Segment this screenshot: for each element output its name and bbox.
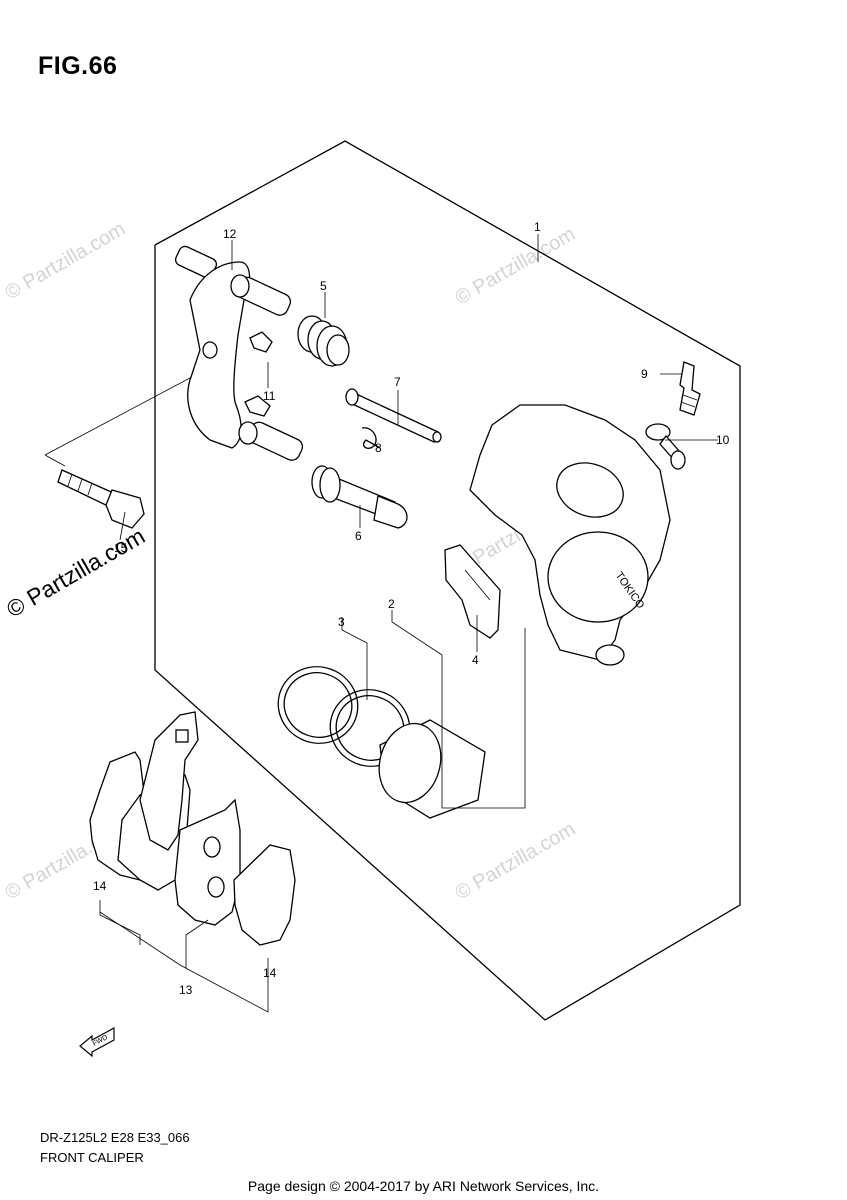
assembly-frame xyxy=(154,140,741,1021)
callout-15: 15 xyxy=(114,541,128,555)
clip-part-8 xyxy=(361,427,381,449)
model-code: DR-Z125L2 E28 E33_066 xyxy=(40,1130,190,1145)
spring-part-4 xyxy=(444,544,501,639)
callout-6: 6 xyxy=(355,529,362,543)
brake-pads-part-13 xyxy=(89,711,296,946)
bleeder-part-9 xyxy=(679,361,701,416)
callout-labels: 1 2 3 4 5 6 7 8 9 10 11 12 13 14 14 15 xyxy=(93,220,730,997)
bolt-leader xyxy=(44,454,66,467)
caliper-body-part-1: TOKICO xyxy=(469,404,671,666)
boot-part-5 xyxy=(297,315,350,367)
page-footer: Page design © 2004-2017 by ARI Network S… xyxy=(247,1178,600,1194)
bolt-leader xyxy=(44,369,206,456)
pin-part-7 xyxy=(345,388,442,443)
watermark: © Partzilla.com xyxy=(452,223,580,309)
callout-leaders xyxy=(99,234,718,1013)
callout-11: 11 xyxy=(263,389,276,403)
callout-12: 12 xyxy=(223,227,237,241)
callout-3: 3 xyxy=(338,615,345,629)
callout-8: 8 xyxy=(375,441,382,455)
callout-14-left: 14 xyxy=(93,879,107,893)
callout-13: 13 xyxy=(179,983,193,997)
callout-14-right: 14 xyxy=(263,966,277,980)
watermark: © Partzilla.com xyxy=(2,218,130,304)
pin-part-6 xyxy=(311,465,408,529)
diagram-caption: FRONT CALIPER xyxy=(40,1150,144,1165)
bracket-part-12 xyxy=(174,245,304,461)
seal-part-3 xyxy=(277,666,359,744)
callout-1: 1 xyxy=(534,220,541,234)
callout-7: 7 xyxy=(394,375,401,389)
fwd-arrow-icon: FWD xyxy=(79,1026,115,1058)
callout-4: 4 xyxy=(472,653,479,667)
piston-part-2 xyxy=(378,719,486,819)
figure-title: FIG.66 xyxy=(38,52,118,80)
watermark: © Partzilla.com xyxy=(452,818,580,904)
cap-part-10 xyxy=(645,423,686,470)
callout-2: 2 xyxy=(388,597,395,611)
callout-5: 5 xyxy=(320,279,327,293)
callout-9: 9 xyxy=(641,367,648,381)
callout-10: 10 xyxy=(716,433,730,447)
bolt-part-15 xyxy=(57,469,145,529)
